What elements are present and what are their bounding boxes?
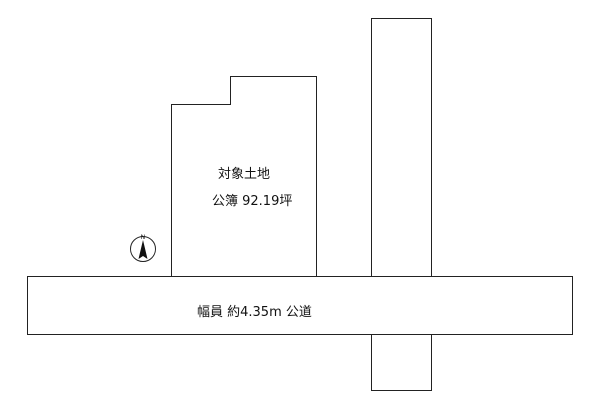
north-arrow-icon: N	[130, 234, 156, 262]
subject-land-title: 対象土地	[218, 167, 270, 182]
road-width-label: 幅員 約4.35m 公道	[197, 305, 312, 320]
compass-north-letter: N	[141, 234, 146, 241]
subject-land-parcel	[171, 76, 317, 277]
subject-land-area: 公簿 92.19坪	[212, 194, 292, 209]
main-road	[27, 276, 573, 335]
